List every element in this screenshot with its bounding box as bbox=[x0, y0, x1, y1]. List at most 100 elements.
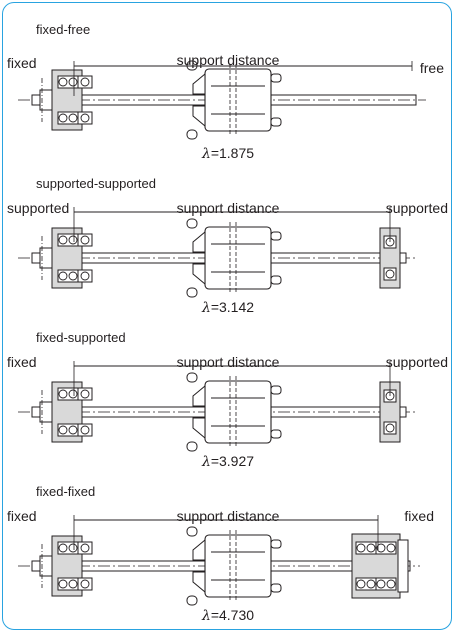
panel-title: fixed-fixed bbox=[36, 484, 96, 499]
right-support-label: free bbox=[419, 60, 444, 76]
shaft-end-icon bbox=[399, 252, 407, 264]
support-distance-label: support distance bbox=[176, 508, 280, 524]
ball-icon bbox=[80, 77, 90, 87]
bearing-icon bbox=[77, 233, 93, 247]
ball-icon bbox=[58, 113, 68, 123]
flange-icon bbox=[192, 417, 206, 440]
bearing-icon bbox=[57, 577, 79, 591]
ball-icon bbox=[386, 579, 396, 589]
bolt-icon bbox=[270, 539, 282, 549]
bolt-icon bbox=[270, 73, 282, 83]
ball-icon bbox=[80, 113, 90, 123]
ball-icon bbox=[68, 77, 78, 87]
shaft-drawing bbox=[18, 60, 426, 140]
bearing-icon bbox=[57, 423, 79, 437]
ball-nut-icon bbox=[204, 68, 272, 132]
bearing-icon bbox=[77, 541, 93, 555]
ball-nut-icon bbox=[204, 226, 272, 290]
bearing-icon bbox=[355, 577, 377, 591]
bearing-icon bbox=[57, 541, 79, 555]
ball-icon bbox=[80, 389, 90, 399]
ball-icon bbox=[366, 543, 376, 553]
lambda-value: λ=1.875 bbox=[201, 145, 255, 162]
ball-icon bbox=[385, 423, 395, 433]
flange-icon bbox=[192, 230, 206, 253]
lambda-value: λ=3.142 bbox=[201, 299, 255, 316]
panel-title: fixed-supported bbox=[36, 330, 126, 345]
lambda-value: λ=4.730 bbox=[201, 607, 255, 624]
shaft-end-icon bbox=[31, 560, 41, 572]
bearing-icon bbox=[355, 541, 377, 555]
support-distance-label: support distance bbox=[176, 354, 280, 370]
ball-icon bbox=[68, 579, 78, 589]
right-support-label: supported bbox=[385, 200, 448, 216]
bolt-icon bbox=[186, 287, 198, 298]
bearing-icon bbox=[77, 423, 93, 437]
ball-icon bbox=[58, 543, 68, 553]
bolt-icon bbox=[186, 595, 198, 606]
ball-icon bbox=[80, 425, 90, 435]
bearing-icon bbox=[57, 111, 79, 125]
right-support-label: fixed bbox=[404, 508, 434, 524]
bolt-icon bbox=[186, 372, 198, 383]
ball-nut-icon bbox=[204, 534, 272, 598]
bolt-icon bbox=[186, 441, 198, 452]
shaft-drawing bbox=[18, 515, 420, 606]
panel-fixed-fixed: fixed-fixed fixed support distance fixed… bbox=[0, 484, 456, 634]
bolt-icon bbox=[270, 583, 282, 593]
bolt-icon bbox=[186, 218, 198, 229]
ball-icon bbox=[68, 543, 78, 553]
ball-icon bbox=[80, 271, 90, 281]
bearing-icon bbox=[375, 541, 397, 555]
shaft-end-icon bbox=[399, 406, 407, 418]
shaft-drawing bbox=[18, 361, 416, 452]
bearing-icon bbox=[57, 233, 79, 247]
lambda-value: λ=3.927 bbox=[201, 453, 255, 470]
support-distance-label: support distance bbox=[176, 200, 280, 216]
panel-supported-supported: supported-supported supported support di… bbox=[0, 176, 456, 326]
bolt-icon bbox=[270, 275, 282, 285]
bearing-icon bbox=[57, 75, 79, 89]
bearing-icon bbox=[57, 387, 79, 401]
ball-icon bbox=[58, 579, 68, 589]
ball-icon bbox=[386, 543, 396, 553]
bearing-icon bbox=[77, 111, 93, 125]
panel-fixed-free: fixed-free fixed support distance free λ… bbox=[0, 22, 456, 172]
ball-icon bbox=[58, 77, 68, 87]
bearing-icon bbox=[77, 269, 93, 283]
shaft-end-icon bbox=[31, 406, 41, 418]
ball-icon bbox=[68, 389, 78, 399]
ball-icon bbox=[68, 271, 78, 281]
flange-icon bbox=[192, 263, 206, 286]
ball-icon bbox=[356, 579, 366, 589]
ball-icon bbox=[80, 579, 90, 589]
ball-icon bbox=[376, 543, 386, 553]
ball-icon bbox=[80, 543, 90, 553]
bolt-icon bbox=[186, 129, 198, 140]
panel-fixed-supported: fixed-supported fixed support distance s… bbox=[0, 330, 456, 480]
right-support-label: supported bbox=[385, 354, 448, 370]
left-support-label: fixed bbox=[7, 55, 37, 71]
panel-title: supported-supported bbox=[36, 176, 156, 191]
panel-title: fixed-free bbox=[36, 22, 91, 37]
ball-icon bbox=[58, 425, 68, 435]
ball-icon bbox=[356, 543, 366, 553]
shaft-end-icon bbox=[31, 252, 41, 264]
support-distance-label: support distance bbox=[176, 52, 280, 68]
ball-icon bbox=[58, 235, 68, 245]
bearing-icon bbox=[77, 577, 93, 591]
ball-nut-icon bbox=[204, 380, 272, 444]
ball-icon bbox=[376, 579, 386, 589]
ball-icon bbox=[366, 579, 376, 589]
ball-icon bbox=[58, 389, 68, 399]
cover-icon bbox=[397, 539, 409, 593]
shaft-drawing bbox=[18, 207, 416, 298]
bolt-icon bbox=[270, 429, 282, 439]
bolt-icon bbox=[186, 526, 198, 537]
ball-icon bbox=[80, 235, 90, 245]
bolt-icon bbox=[270, 385, 282, 395]
left-support-label: supported bbox=[7, 200, 70, 216]
left-support-label: fixed bbox=[7, 354, 37, 370]
bolt-icon bbox=[270, 231, 282, 241]
ball-icon bbox=[68, 113, 78, 123]
